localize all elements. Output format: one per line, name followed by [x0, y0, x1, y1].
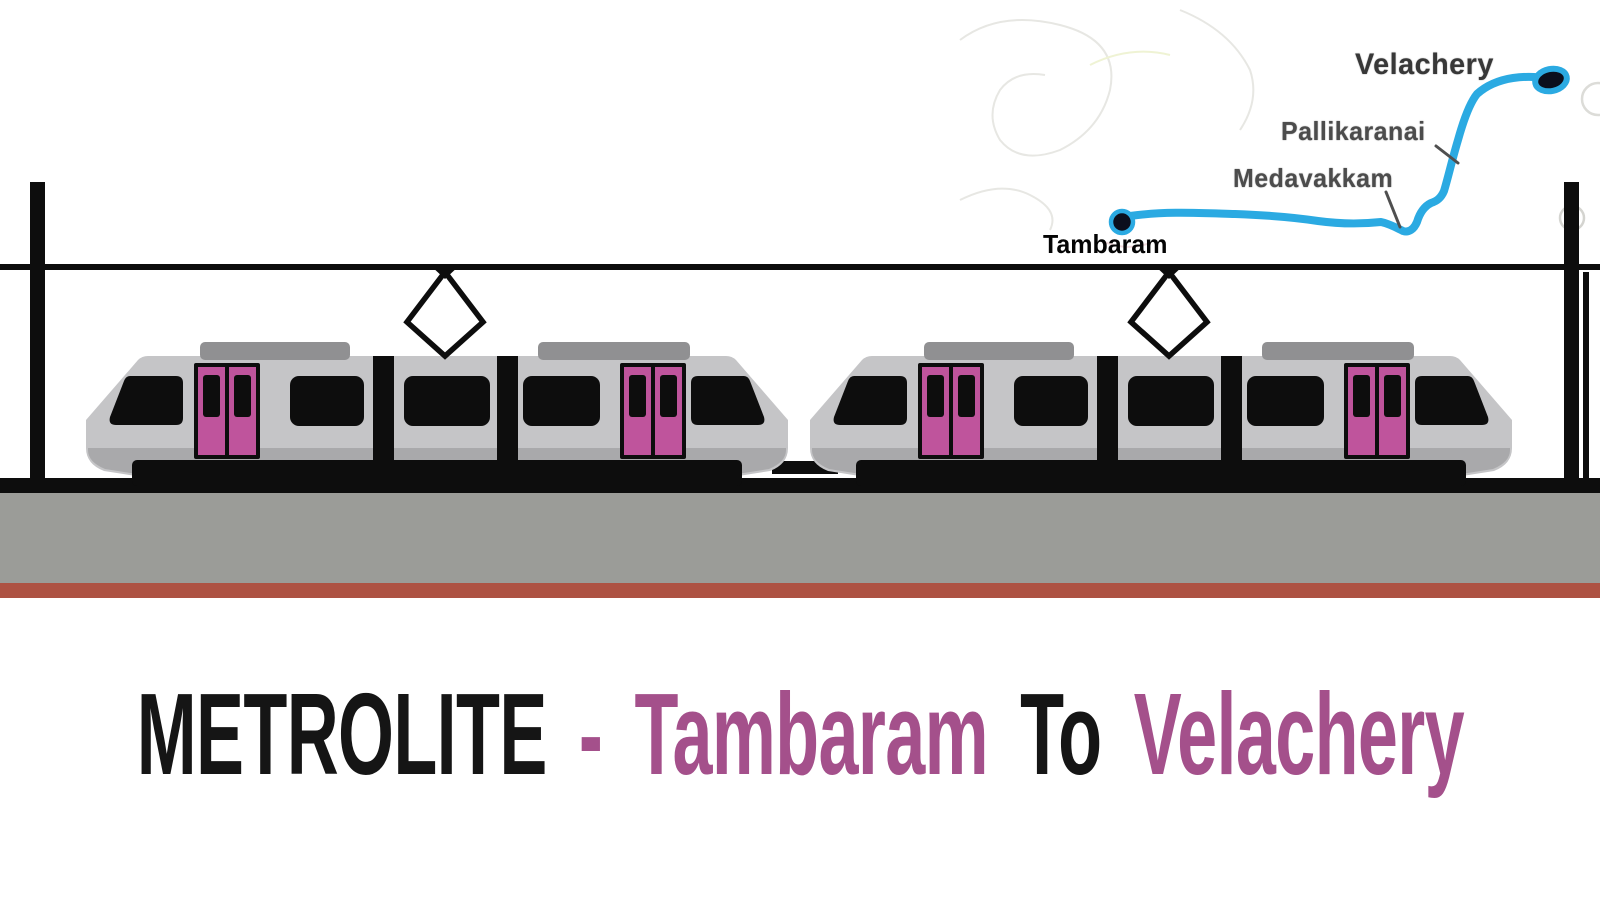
- map-label-tambaram: Tambaram: [1043, 229, 1168, 259]
- catenary-mast-edge: [1583, 272, 1589, 480]
- overhead-wire: [0, 264, 1600, 270]
- map-background-contours: [959, 9, 1600, 248]
- title-word-hyphen: -: [578, 669, 603, 799]
- ballast-bed: [0, 493, 1600, 583]
- title-word-tambaram: Tambaram: [634, 669, 988, 799]
- map-label-medavakkam: Medavakkam: [1233, 163, 1394, 193]
- pallikaranai-callout-line: [1434, 144, 1460, 165]
- tambaram-station-dot: [1108, 208, 1136, 236]
- earth-strip: [0, 583, 1600, 598]
- train-unit-2: [810, 265, 1512, 487]
- catenary-mast-right: [1564, 182, 1579, 485]
- train-unit-1: [86, 265, 788, 487]
- title-word-to: To: [1019, 669, 1102, 799]
- route-line: [1126, 72, 1553, 236]
- velachery-station-dot: [1532, 65, 1570, 95]
- medavakkam-callout-line: [1384, 190, 1402, 229]
- map-label-velachery: Velachery: [1355, 48, 1494, 81]
- catenary-mast-left: [30, 182, 45, 485]
- title-word-metrolite: METROLITE: [136, 669, 547, 799]
- title-word-velachery: Velachery: [1133, 669, 1464, 799]
- map-label-pallikaranai: Pallikaranai: [1281, 116, 1426, 146]
